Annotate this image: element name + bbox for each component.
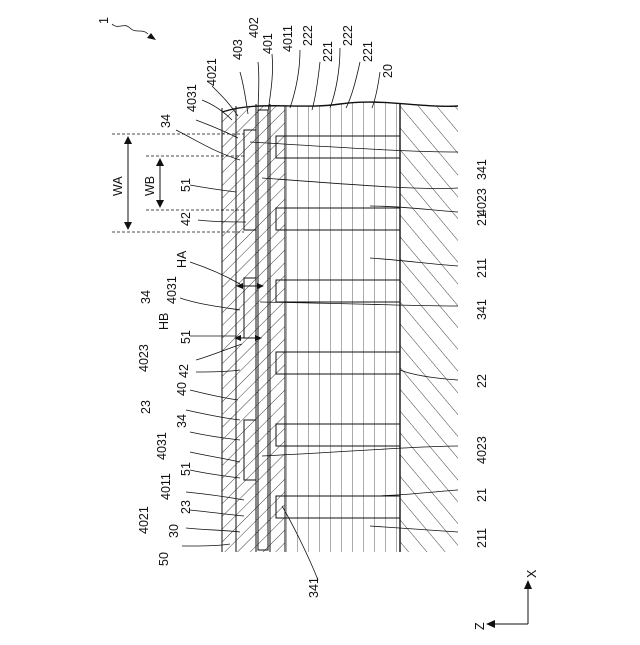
- layer-stack: [222, 100, 460, 555]
- label-211a: 211: [475, 258, 489, 278]
- label-4031a: 4031: [185, 84, 199, 112]
- label-hb: HB: [157, 313, 171, 330]
- label-401: 401: [261, 33, 275, 54]
- label-222a: 222: [341, 25, 355, 46]
- label-34c: 34: [175, 414, 189, 428]
- layer-40-region: [236, 100, 270, 555]
- label-221a: 221: [361, 41, 375, 62]
- label-wa: WA: [111, 176, 125, 196]
- label-4011a: 4011: [281, 25, 295, 52]
- label-42b: 42: [177, 364, 191, 378]
- label-34b: 34: [139, 290, 153, 304]
- label-4031b: 4031: [165, 276, 179, 304]
- substrate-20: [400, 100, 460, 555]
- label-51b: 51: [179, 330, 193, 344]
- label-341a: 341: [475, 159, 489, 180]
- label-23b: 23: [179, 500, 193, 514]
- label-402: 402: [247, 17, 261, 38]
- label-34a: 34: [159, 114, 173, 128]
- label-4023a: 4023: [137, 344, 151, 372]
- label-4021a: 4021: [205, 58, 219, 86]
- label-22: 22: [475, 374, 489, 388]
- label-51c: 51: [179, 462, 193, 476]
- label-30: 30: [167, 524, 181, 538]
- label-23a: 23: [139, 400, 153, 414]
- label-20: 20: [381, 64, 395, 78]
- label-21b: 21: [475, 488, 489, 502]
- label-wb: WB: [143, 176, 157, 196]
- label-40: 40: [175, 382, 189, 396]
- device-reference-arrow: [112, 24, 156, 40]
- label-21a: 21: [475, 212, 489, 226]
- label-403: 403: [231, 39, 245, 60]
- axis-z-label: Z: [473, 622, 487, 630]
- label-221b: 221: [321, 41, 335, 62]
- label-device: 1: [97, 17, 111, 24]
- label-42a: 42: [179, 212, 193, 226]
- label-4021b: 4021: [137, 506, 151, 534]
- label-4023b: 4023: [475, 188, 489, 216]
- layer-22-region: [285, 100, 400, 555]
- layer-30-region: [270, 100, 285, 555]
- label-4011b: 4011: [159, 473, 173, 500]
- label-222b: 222: [301, 25, 315, 46]
- axis-x-label: X: [525, 569, 539, 578]
- label-211b: 211: [475, 528, 489, 548]
- label-50: 50: [157, 552, 171, 566]
- label-341b: 341: [475, 299, 489, 320]
- axis-indicator: [486, 580, 532, 628]
- label-341c: 341: [307, 577, 321, 598]
- layer-50-region: [222, 100, 236, 555]
- label-4023c: 4023: [475, 436, 489, 464]
- label-ha: HA: [175, 250, 189, 268]
- label-51a: 51: [179, 178, 193, 192]
- label-4031c: 4031: [155, 432, 169, 460]
